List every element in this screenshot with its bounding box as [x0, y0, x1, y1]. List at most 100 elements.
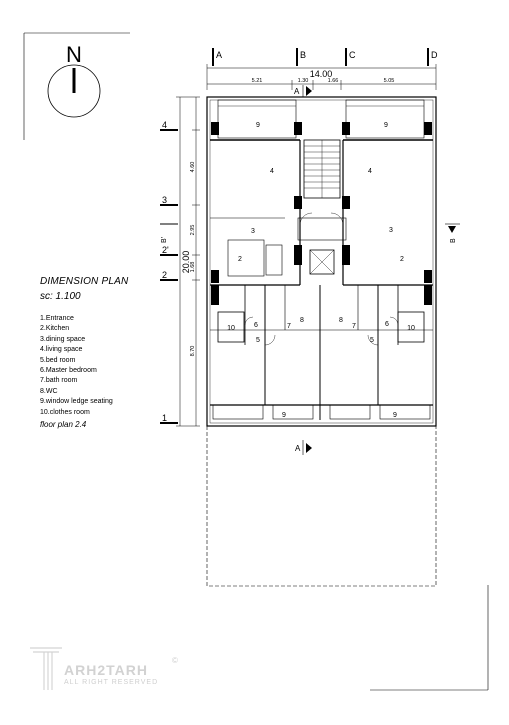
door-swings — [244, 212, 399, 346]
room-number: 8 — [339, 317, 343, 324]
left-dimensions — [176, 96, 200, 427]
balcony-bottom-mid — [272, 404, 314, 420]
room-number: 6 — [385, 321, 389, 328]
room-number: 10 — [407, 325, 415, 332]
room-number: 2 — [238, 256, 242, 263]
plan-scale: sc: 1.100 — [40, 291, 81, 302]
column — [342, 196, 350, 209]
room-number: 4 — [368, 168, 372, 175]
legend-item: 6.Master bedroom — [40, 367, 97, 375]
grid-row-2-prime: 2' — [162, 245, 169, 255]
span-c-d: 5.05 — [384, 78, 395, 84]
room-number: 3 — [389, 227, 393, 234]
span-a-b: 5.21 — [252, 78, 263, 84]
room-number: 9 — [393, 412, 397, 419]
brand-tagline: ALL RIGHT RESERVED — [64, 679, 159, 686]
balcony-right — [345, 99, 425, 139]
balcony-bottom-mid — [329, 404, 371, 420]
plan-title: DIMENSION PLAN — [40, 276, 129, 287]
section-arrow — [306, 86, 312, 96]
room-number: 7 — [352, 323, 356, 330]
overall-width: 14.00 — [310, 69, 333, 79]
overall-depth: 20.00 — [181, 251, 191, 274]
legend: DIMENSION PLAN sc: 1.100 1.Entrance 2.Ki… — [40, 276, 190, 429]
room-number: 2 — [400, 256, 404, 263]
closet-left — [217, 311, 245, 343]
column — [211, 270, 219, 283]
depth-span-2: 2.95 — [190, 225, 196, 236]
balcony-bottom-right — [379, 404, 431, 420]
room-number: 5 — [256, 337, 260, 344]
room-legend-list: 1.Entrance 2.Kitchen 3.dining space 4.li… — [40, 314, 190, 418]
column-grid: A B C D — [212, 48, 438, 66]
room-numbers: 9 9 4 4 3 3 2 2 10 10 6 6 7 7 8 8 5 5 9 … — [227, 122, 415, 419]
compass-circle — [47, 64, 101, 118]
grid-row-1: 1 — [162, 413, 167, 423]
top-dimensions — [206, 64, 437, 90]
brand-logo — [30, 647, 62, 690]
grid-col-d: D — [431, 50, 438, 60]
grid-col-c: C — [349, 50, 356, 60]
brand-name: ARH2TARH — [64, 662, 148, 678]
legend-item: 5.bed room — [40, 356, 76, 364]
span-mid-c: 1.66 — [328, 78, 339, 84]
room-number: 9 — [282, 412, 286, 419]
stair-treads — [304, 140, 340, 198]
grid-row-3: 3 — [162, 195, 167, 205]
depth-span-1: 4.60 — [190, 162, 196, 173]
column — [342, 245, 350, 265]
balcony-left — [217, 99, 297, 139]
column — [211, 122, 219, 135]
legend-item: 2.Kitchen — [40, 325, 70, 333]
stair-landing — [297, 217, 347, 241]
row-grid: 4 3 B' 2' 2 1 — [160, 120, 178, 424]
legend-item: 1.Entrance — [40, 315, 74, 322]
section-arrow — [448, 226, 456, 233]
room-number: 9 — [256, 122, 260, 129]
floor-plan-label: floor plan 2.4 — [40, 420, 87, 430]
grid-row-4: 4 — [162, 120, 167, 130]
compass-north-label: N — [66, 42, 82, 67]
section-mark-top: A — [294, 85, 312, 97]
legend-item: 4.living space — [40, 346, 83, 354]
room-number: 8 — [300, 317, 304, 324]
column — [424, 270, 432, 283]
kitchen-counter — [265, 244, 283, 276]
column — [342, 122, 350, 135]
structural-columns — [211, 122, 432, 305]
span-b-mid: 1.30 — [298, 78, 309, 84]
grid-col-b: B — [300, 50, 306, 60]
section-mark-bottom: A — [295, 440, 312, 455]
column — [424, 122, 432, 135]
room-number: 9 — [384, 122, 388, 129]
column — [294, 245, 302, 265]
room-number: 5 — [370, 337, 374, 344]
legend-item: 9.window ledge seating — [40, 398, 113, 406]
room-number: 7 — [287, 323, 291, 330]
legend-item: 8.WC — [40, 387, 58, 395]
column — [211, 285, 219, 305]
grid-row-2: 2 — [162, 270, 167, 280]
closet-right — [397, 311, 425, 343]
elevator-cross — [309, 249, 335, 275]
room-number: 6 — [254, 322, 258, 329]
room-number: 4 — [270, 168, 274, 175]
column — [424, 285, 432, 305]
legend-item: 10.clothes room — [40, 408, 90, 416]
north-compass: N — [47, 42, 101, 118]
balcony-bottom-left — [212, 404, 264, 420]
section-mark-side: B — [445, 223, 460, 243]
copyright-symbol: © — [172, 656, 178, 665]
room-number: 3 — [251, 228, 255, 235]
section-label-bottom: A — [295, 444, 301, 453]
legend-item: 7.bath room — [40, 377, 78, 385]
depth-span-3: 1.68 — [190, 262, 196, 273]
grid-row-b-prime: B' — [161, 237, 168, 243]
elevator-shaft — [309, 249, 335, 275]
depth-span-4: 8.70 — [190, 346, 196, 357]
kitchen-left-box — [227, 239, 265, 277]
inner-wall-line — [209, 99, 434, 424]
section-arrow — [306, 443, 312, 453]
grid-col-a: A — [216, 50, 222, 60]
